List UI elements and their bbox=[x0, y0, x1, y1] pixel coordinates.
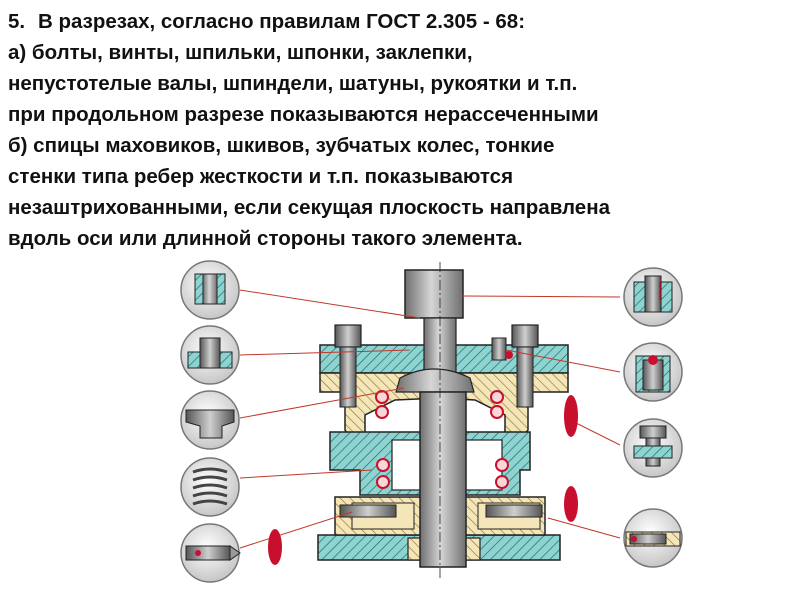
rule-line-7: вдоль оси или длинной стороны такого эле… bbox=[8, 227, 523, 250]
spindle bbox=[419, 391, 467, 568]
rule-line-1: а) болты, винты, шпильки, шпонки, заклеп… bbox=[8, 41, 473, 64]
bolt-head-left bbox=[334, 324, 362, 348]
central-assembly bbox=[317, 262, 569, 580]
section-markers bbox=[268, 395, 578, 565]
bolt-top-icon bbox=[623, 267, 683, 327]
rivet-icon bbox=[180, 390, 240, 450]
heading-text: В разрезах, согласно правилам ГОСТ 2.305… bbox=[38, 10, 526, 33]
leader-lines bbox=[239, 289, 621, 549]
heading: 5. В разрезах, согласно правилам ГОСТ 2.3… bbox=[8, 6, 792, 37]
set-screw-ball bbox=[505, 351, 513, 359]
bolt-shank-left bbox=[339, 346, 357, 408]
set-screw-detail-icon bbox=[623, 342, 683, 402]
set-screw bbox=[491, 337, 507, 361]
rule-line-5: стенки типа ребер жесткости и т.п. показ… bbox=[8, 165, 514, 188]
shaft-top bbox=[404, 269, 464, 319]
bolt-head-icon bbox=[180, 325, 240, 385]
pin-left bbox=[339, 504, 397, 518]
bolt-nut-icon bbox=[623, 418, 683, 478]
pin-icon bbox=[180, 523, 241, 583]
bolt-shank-right bbox=[516, 346, 534, 408]
balls-lower bbox=[376, 458, 509, 489]
spring-icon bbox=[180, 457, 240, 517]
pin-right bbox=[485, 504, 543, 518]
text-block: 5. В разрезах, согласно правилам ГОСТ 2.3… bbox=[8, 6, 792, 254]
balls-upper bbox=[375, 390, 504, 419]
rule-line-2: непустотелые валы, шпиндели, шатуны, рук… bbox=[8, 72, 578, 95]
bolt-head-right bbox=[511, 324, 539, 348]
set-screw-icon bbox=[180, 260, 240, 320]
heading-number: 5. bbox=[8, 10, 26, 33]
rule-line-6: незаштрихованными, если секущая плоскост… bbox=[8, 196, 610, 219]
rule-line-3: при продольном разрезе показываются нера… bbox=[8, 103, 599, 126]
shaft-collar bbox=[395, 368, 475, 393]
rule-line-4: б) спицы маховиков, шкивов, зубчатых кол… bbox=[8, 134, 555, 157]
key-pin-icon bbox=[623, 508, 683, 568]
